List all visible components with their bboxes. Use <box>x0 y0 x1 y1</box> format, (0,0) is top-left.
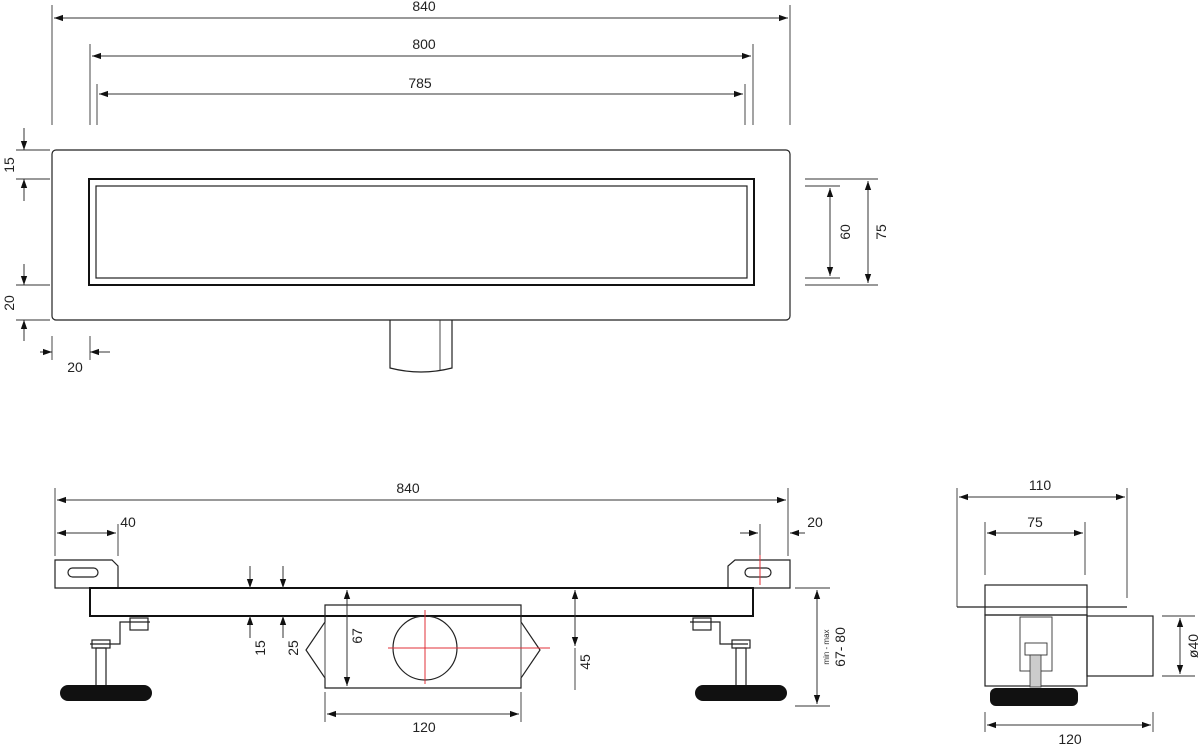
dim-outlet-diameter: ø40 <box>1185 634 1200 658</box>
side-view: 840 40 20 15 25 67 45 <box>54 480 848 735</box>
leveling-foot-left <box>60 617 152 701</box>
dim-side-margin: 20 <box>67 359 83 375</box>
mounting-bracket-right <box>727 559 791 589</box>
dim-overall-length: 840 <box>412 0 436 14</box>
grate-outer <box>88 178 755 286</box>
dim-top-margin: 15 <box>1 157 17 173</box>
dim-side-overall-length: 840 <box>396 480 420 496</box>
dim-grate-length: 800 <box>412 36 436 52</box>
grate-inner <box>95 185 748 279</box>
leveling-foot-right <box>690 617 787 701</box>
leveling-foot-end <box>990 688 1078 706</box>
end-view: 110 75 ø40 120 <box>956 477 1200 747</box>
dim-bracket-left: 40 <box>120 514 136 530</box>
dim-grate-width: 60 <box>837 224 853 240</box>
mounting-bracket-left <box>54 559 119 589</box>
dim-box-width: 120 <box>412 719 436 735</box>
dim-bracket-right: 20 <box>807 514 823 530</box>
dim-overall-width: 75 <box>873 224 889 240</box>
dim-height-range-label: min - max <box>822 629 831 664</box>
dim-end-overall-width: 110 <box>1029 477 1052 493</box>
dim-box-height: 67 <box>349 628 365 644</box>
dim-outlet-center: 45 <box>577 654 593 670</box>
top-view: 840 800 785 15 20 20 60 <box>1 0 889 375</box>
dim-frame-height: 25 <box>285 640 301 656</box>
outlet-housing <box>305 604 541 689</box>
dim-channel-height: 15 <box>252 640 268 656</box>
drain-channel <box>89 587 754 617</box>
outlet-pipe <box>389 320 453 373</box>
dim-bottom-margin: 20 <box>1 295 17 311</box>
outlet-pipe-end <box>1086 615 1154 677</box>
dim-channel-width: 75 <box>1027 514 1043 530</box>
dim-opening-length: 785 <box>408 75 432 91</box>
drain-frame <box>51 149 791 321</box>
channel-top <box>984 584 1088 616</box>
dim-base-width: 120 <box>1058 731 1082 747</box>
dim-height-range: 67- 80 <box>832 627 848 667</box>
